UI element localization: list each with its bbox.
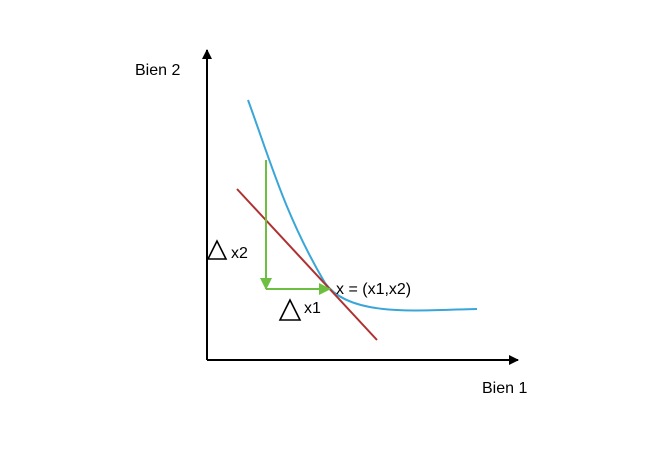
delta-x1-label: x1 bbox=[304, 300, 321, 317]
point-label: x = (x1,x2) bbox=[336, 281, 411, 298]
delta-triangle-icon bbox=[206, 239, 228, 260]
delta-triangle-icon bbox=[278, 298, 302, 321]
x-axis-label: Bien 1 bbox=[482, 380, 527, 397]
tangent-line bbox=[236, 188, 378, 341]
indifference-curve bbox=[247, 99, 478, 312]
y-axis-label: Bien 2 bbox=[135, 62, 180, 79]
delta-x2-label: x2 bbox=[231, 245, 248, 262]
